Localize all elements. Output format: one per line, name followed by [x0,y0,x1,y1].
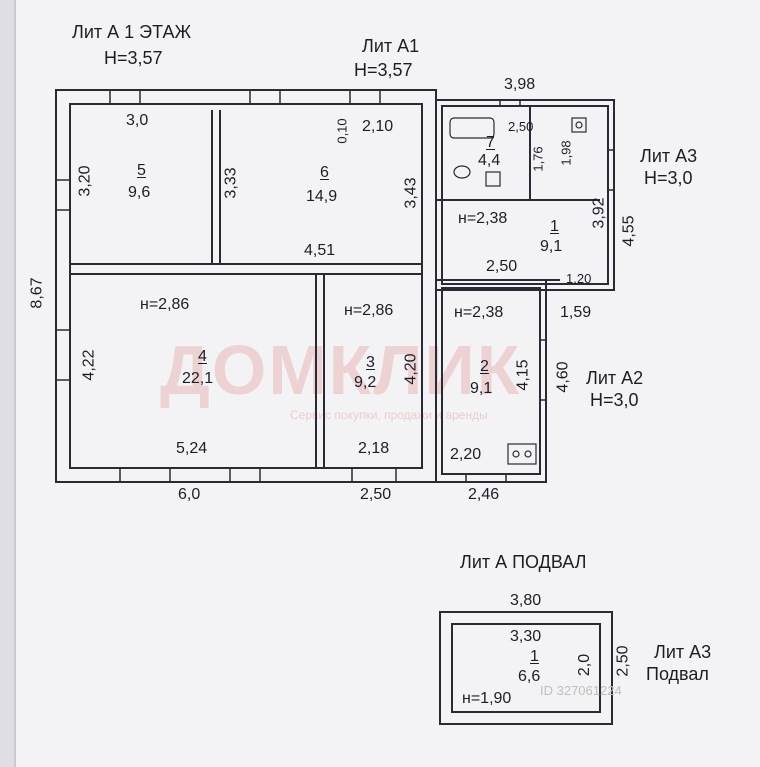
lit-a2-outer-wall [435,279,547,483]
sink-icon [485,171,501,187]
lit-a3-outer-wall [435,99,615,291]
room-3-area: 9,2 [354,374,377,391]
dim-a3-right: 4,55 [620,215,638,247]
room-6-number: 6 [320,164,329,181]
title-lit-a1: Лит А1 [362,36,420,56]
room-3-number: 3 [366,354,375,371]
page-edge-shadow [14,0,16,767]
dim-r3-bottom: 2,18 [358,440,390,457]
stove-icon [507,443,537,465]
room-5-area: 9,6 [128,184,151,201]
boiler-icon [571,117,587,133]
title-lit-a2: Лит А2 [586,368,644,388]
title-basement: Лит А ПОДВАЛ [460,552,587,572]
title-lit-a-height: Н=3,57 [104,48,163,68]
bathtub-icon [449,117,495,139]
dim-r5-left: 3,20 [76,165,94,197]
dim-r6-top-small: 0,10 [334,118,350,144]
title-lit-a-floor: Лит А 1 ЭТАЖ [72,22,192,42]
dim-bottom-mid: 2,50 [360,486,392,503]
dim-r2-bottom: 2,20 [450,446,482,463]
watermark-subtitle: Сервис покупки, продажи и аренды [290,408,488,422]
dim-step-b: 1,59 [560,304,592,321]
dim-step-a: 1,20 [566,271,592,286]
title-lit-a2-height: Н=3,0 [590,390,639,410]
page-edge [0,0,14,767]
lit-a-inner-wall [69,103,423,469]
room-7-number: 7 [486,134,495,151]
dim-r7-a: 1,76 [530,146,546,172]
dim-r4-bottom: 5,24 [176,440,208,457]
basement-outer-wall [439,611,613,725]
room-4-height: н=2,86 [140,296,190,313]
title-lit-a3-basement: Лит А3 [654,642,712,662]
title-lit-a3: Лит А3 [640,146,698,166]
basement-room-number: 1 [530,648,539,665]
room-2-number: 2 [480,358,489,375]
dim-r4-left: 4,22 [80,349,98,381]
room-3-height: н=2,86 [344,302,394,319]
dim-r1-bottom: 2,50 [486,258,518,275]
dim-overall-left: 8,67 [28,277,46,309]
dim-r5-right: 3,33 [222,167,240,199]
dim-r6-top: 2,10 [362,118,394,135]
dim-basement-inner-right: 2,0 [576,653,594,677]
dim-r7-b: 1,98 [558,140,574,166]
dim-r6-right: 3,43 [402,177,420,209]
title-lit-a3-basement-sub: Подвал [646,664,709,684]
dim-r6-bottom: 4,51 [304,242,336,259]
dim-basement-inner-top: 3,30 [510,628,542,645]
room-1-height: н=2,38 [458,210,508,227]
watermark-id: ID 327061224 [540,683,622,698]
basement-inner-wall [451,623,601,713]
lit-a-outer-wall [55,89,437,483]
title-lit-a3-height: Н=3,0 [644,168,693,188]
room-4-area: 22,1 [182,370,214,387]
room-2-area: 9,1 [470,380,493,397]
room-1-area: 9,1 [540,238,563,255]
basement-height: н=1,90 [462,690,512,707]
dim-r2-right: 4,15 [514,359,532,391]
room-5-number: 5 [137,162,146,179]
dim-r1-right: 3,92 [590,197,608,229]
dim-basement-outer-top: 3,80 [510,592,542,609]
watermark-logo: ДОМКЛИК [160,331,522,409]
room-4-number: 4 [198,348,207,365]
dim-r5-top: 3,0 [126,112,149,129]
dim-bottom-left: 6,0 [178,486,201,503]
room-1-number: 1 [550,218,559,235]
dim-a2-right: 4,60 [554,361,572,393]
dim-a3-top: 3,98 [504,76,536,93]
title-lit-a1-height: Н=3,57 [354,60,413,80]
dim-r3-right: 4,20 [402,353,420,385]
dim-r7-top: 2,50 [508,119,534,134]
toilet-icon [453,165,471,179]
room-2-height: н=2,38 [454,304,504,321]
dim-basement-outer-right: 2,50 [614,645,632,677]
dim-bottom-right: 2,46 [468,486,500,503]
room-6-area: 14,9 [306,188,338,205]
room-7-area: 4,4 [478,152,501,169]
basement-room-area: 6,6 [518,668,541,685]
